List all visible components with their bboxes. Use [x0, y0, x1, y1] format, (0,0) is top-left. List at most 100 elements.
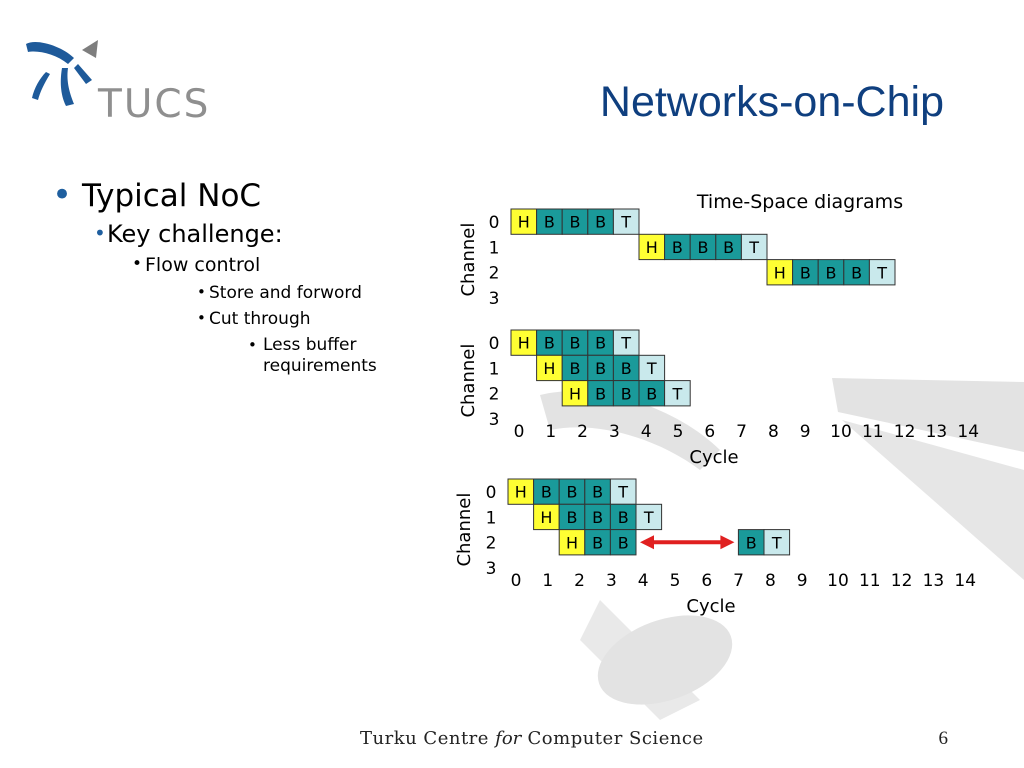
- cycle-tick-label: 3: [606, 571, 617, 591]
- flit-label: T: [617, 483, 628, 502]
- flit-label: B: [698, 238, 709, 257]
- flit-label: T: [620, 334, 631, 353]
- bullet-key-challenge: Key challenge:: [52, 220, 432, 248]
- flit-cell-b: [612, 380, 640, 407]
- stall-arrow-left-head: [640, 535, 654, 550]
- flit-cell-h: [536, 354, 563, 382]
- flit-label: H: [566, 533, 578, 552]
- cycle-tick-label: 8: [765, 571, 776, 591]
- logo-text: TUCS: [98, 82, 211, 127]
- flit-label: H: [540, 508, 552, 527]
- channel-number: 3: [486, 559, 497, 579]
- bullet-less-buffer: Less buffer requirements: [52, 335, 432, 377]
- flit-cell-b: [609, 529, 637, 556]
- channel-number: 3: [489, 410, 500, 430]
- flit-label: B: [595, 384, 606, 403]
- flit-label: B: [541, 483, 552, 502]
- channel-axis-label: Channel: [458, 344, 479, 418]
- flit-cell-b: [715, 233, 742, 261]
- flit-cell-b: [638, 380, 666, 407]
- flit-cell-t: [740, 233, 768, 261]
- flit-label: B: [595, 334, 606, 353]
- diagram-title: Time-Space diagrams: [696, 191, 903, 213]
- channel-number: 0: [486, 483, 497, 503]
- flit-cell-t: [664, 380, 691, 407]
- page-number: 6: [938, 728, 949, 749]
- cycle-tick-label: 14: [957, 422, 979, 442]
- flit-cell-b: [584, 478, 611, 505]
- flit-label: B: [592, 533, 603, 552]
- flit-label: B: [570, 359, 581, 378]
- cycle-axis-label: Cycle: [686, 596, 735, 617]
- flit-cell-t: [868, 259, 896, 286]
- flit-label: B: [570, 213, 581, 232]
- flit-label: H: [543, 359, 555, 378]
- cycle-tick-label: 7: [733, 571, 744, 591]
- flit-label: T: [748, 238, 759, 257]
- flit-label: B: [570, 334, 581, 353]
- flit-cell-t: [612, 329, 640, 356]
- cycle-tick-label: 0: [511, 571, 522, 591]
- channel-axis-label: Channel: [458, 223, 479, 297]
- cycle-axis-label: Cycle: [689, 447, 738, 468]
- flit-cell-b: [843, 259, 870, 286]
- flit-label: B: [592, 483, 603, 502]
- flit-label: B: [672, 238, 683, 257]
- flit-cell-b: [792, 259, 819, 286]
- flit-cell-h: [638, 233, 666, 261]
- channel-number: 2: [489, 264, 500, 284]
- flit-label: H: [774, 263, 786, 282]
- flit-label: B: [621, 359, 632, 378]
- cycle-tick-label: 9: [800, 422, 811, 442]
- flit-cell-b: [536, 208, 563, 235]
- channel-number: 1: [489, 238, 500, 258]
- flit-label: B: [618, 508, 629, 527]
- flit-label: B: [746, 533, 757, 552]
- bullet-less-buffer-line2: requirements: [263, 356, 377, 376]
- bullet-store-and-forward: Store and forword: [52, 283, 432, 303]
- logo-mark-icon: [26, 40, 98, 106]
- flit-cell-t: [635, 503, 663, 531]
- flit-cell-b: [561, 354, 589, 382]
- cycle-tick-label: 5: [673, 422, 684, 442]
- flit-label: B: [800, 263, 811, 282]
- flit-label: T: [672, 384, 683, 403]
- stall-arrow-right-head: [720, 535, 735, 550]
- flit-label: T: [620, 213, 631, 232]
- flit-label: T: [643, 508, 654, 527]
- cycle-tick-label: 12: [891, 571, 913, 591]
- bullet-flow-control: Flow control: [52, 254, 432, 276]
- footer-part1: Turku Centre: [360, 728, 489, 749]
- flit-label: B: [544, 334, 555, 353]
- cycle-tick-label: 2: [577, 422, 588, 442]
- cycle-tick-label: 6: [704, 422, 715, 442]
- channel-axis-label: Channel: [454, 493, 475, 567]
- cycle-tick-label: 10: [827, 571, 849, 591]
- flit-cell-b: [584, 503, 611, 531]
- flit-label: B: [567, 483, 578, 502]
- channel-number: 0: [489, 334, 500, 354]
- channel-number: 0: [489, 213, 500, 233]
- flit-label: B: [723, 238, 734, 257]
- cycle-tick-label: 4: [641, 422, 652, 442]
- flit-label: B: [567, 508, 578, 527]
- flit-label: T: [876, 263, 887, 282]
- flit-cell-h: [766, 259, 794, 286]
- cycle-tick-label: 6: [701, 571, 712, 591]
- flit-cell-b: [587, 208, 614, 235]
- cycle-tick-label: 1: [545, 422, 556, 442]
- cycle-tick-label: 13: [926, 422, 948, 442]
- flit-label: B: [595, 213, 606, 232]
- footer-institution: Turku Centre for Computer Science: [360, 728, 704, 749]
- cycle-tick-label: 1: [542, 571, 553, 591]
- flit-label: B: [826, 263, 837, 282]
- flit-label: H: [515, 483, 527, 502]
- flit-label: T: [646, 359, 657, 378]
- cycle-tick-label: 11: [859, 571, 881, 591]
- flit-cell-b: [689, 233, 717, 261]
- slide-title: Networks-on-Chip: [599, 78, 944, 126]
- flit-cell-b: [587, 354, 614, 382]
